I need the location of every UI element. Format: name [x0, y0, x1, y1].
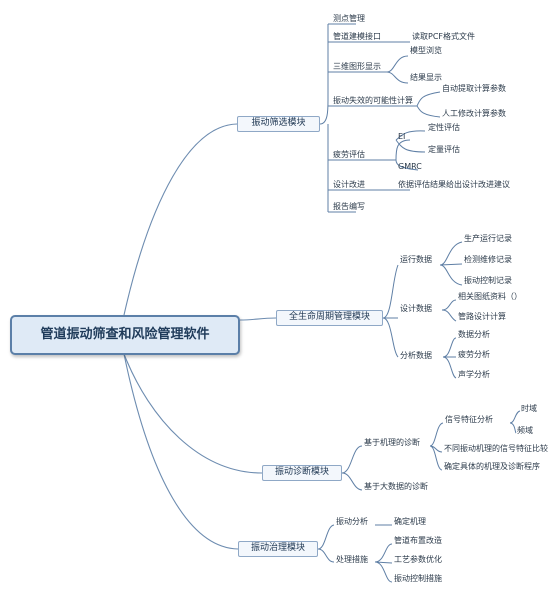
- node-likelihood[interactable]: 振动失效的可能性计算: [333, 96, 413, 105]
- node-design-b[interactable]: 管路设计计算: [458, 312, 506, 321]
- node-likelihood-b[interactable]: 人工修改计算参数: [442, 109, 506, 118]
- connector-treatment-trunk: [317, 524, 335, 563]
- connector-root-diagnosis: [123, 353, 263, 474]
- node-improve-sub[interactable]: 依据评估结果给出设计改进建议: [398, 180, 510, 189]
- node-operation-b[interactable]: 检测维修记录: [464, 255, 512, 264]
- node-piping-model-sub[interactable]: 读取PCF格式文件: [412, 32, 476, 41]
- connector-vibration-trunk: [319, 24, 329, 212]
- connector-root-vibration: [123, 123, 238, 316]
- connector-root-lifecycle: [239, 317, 277, 321]
- node-design[interactable]: 设计数据: [400, 304, 432, 313]
- node-analysis-a[interactable]: 数据分析: [458, 330, 490, 339]
- node-piping-model[interactable]: 管道建模接口: [333, 32, 381, 41]
- node-measures-a[interactable]: 管道布置改造: [394, 536, 442, 545]
- connector-lifecycle-trunk: [382, 264, 399, 358]
- node-operation-c[interactable]: 振动控制记录: [464, 276, 512, 285]
- node-feature-compare[interactable]: 不同振动机理的信号特征比较: [444, 444, 548, 453]
- node-fatigue-ei-a[interactable]: 定性评估: [428, 123, 460, 132]
- node-analysis-c[interactable]: 声学分析: [458, 370, 490, 379]
- connector-diagnosis-branches: [429, 410, 521, 471]
- node-operation[interactable]: 运行数据: [400, 255, 432, 264]
- node-online-diagnosis[interactable]: 基于机理的诊断: [364, 438, 420, 447]
- module-vibration-screening[interactable]: 振动筛选模块: [237, 116, 320, 132]
- node-fatigue-gmrc[interactable]: GMRC: [398, 162, 422, 171]
- node-three-d-a[interactable]: 模型浏览: [410, 46, 442, 55]
- node-likelihood-a[interactable]: 自动提取计算参数: [442, 84, 506, 93]
- node-analysis[interactable]: 分析数据: [400, 351, 432, 360]
- node-identify-mechanism[interactable]: 确定具体的机理及诊断程序: [444, 462, 540, 471]
- connector-lifecycle-branches: [439, 241, 463, 379]
- module-vibration-diagnosis[interactable]: 振动诊断模块: [262, 465, 342, 481]
- connector-vibration-leaves: [379, 41, 441, 191]
- node-bigdata-diagnosis[interactable]: 基于大数据的诊断: [364, 482, 428, 491]
- node-cause-sub[interactable]: 确定机理: [394, 517, 426, 526]
- connector-vibration-branches: [328, 23, 417, 213]
- node-three-d-b[interactable]: 结果显示: [410, 73, 442, 82]
- node-measures-b[interactable]: 工艺参数优化: [394, 555, 442, 564]
- node-measures[interactable]: 处理措施: [336, 555, 368, 564]
- node-cause-analysis[interactable]: 振动分析: [336, 517, 368, 526]
- node-fatigue-ei-b[interactable]: 定量评估: [428, 145, 460, 154]
- node-signal-frequency-domain[interactable]: 频域: [517, 426, 533, 435]
- connector-root-treatment: [123, 353, 239, 550]
- node-analysis-b[interactable]: 疲劳分析: [458, 350, 490, 359]
- node-design-a[interactable]: 相关图纸资料（）: [458, 292, 522, 301]
- connector-diagnosis-trunk: [341, 445, 363, 491]
- node-three-d[interactable]: 三维图形显示: [333, 62, 381, 71]
- node-measurement[interactable]: 测点管理: [333, 14, 365, 23]
- node-report[interactable]: 报告编写: [333, 202, 365, 211]
- module-vibration-treatment[interactable]: 振动治理模块: [238, 541, 318, 557]
- node-signal-analysis[interactable]: 信号特征分析: [445, 415, 493, 424]
- module-lifecycle-management[interactable]: 全生命周期管理模块: [276, 310, 383, 326]
- root-node[interactable]: 管道振动筛查和风险管理软件: [10, 315, 240, 355]
- node-improve[interactable]: 设计改进: [333, 180, 365, 189]
- connector-treatment-branches: [374, 524, 393, 583]
- node-fatigue-ei[interactable]: EI: [398, 132, 406, 141]
- node-signal-time-domain[interactable]: 时域: [521, 404, 537, 413]
- node-fatigue[interactable]: 疲劳评估: [333, 150, 365, 159]
- node-operation-a[interactable]: 生产运行记录: [464, 234, 512, 243]
- node-measures-c[interactable]: 振动控制措施: [394, 574, 442, 583]
